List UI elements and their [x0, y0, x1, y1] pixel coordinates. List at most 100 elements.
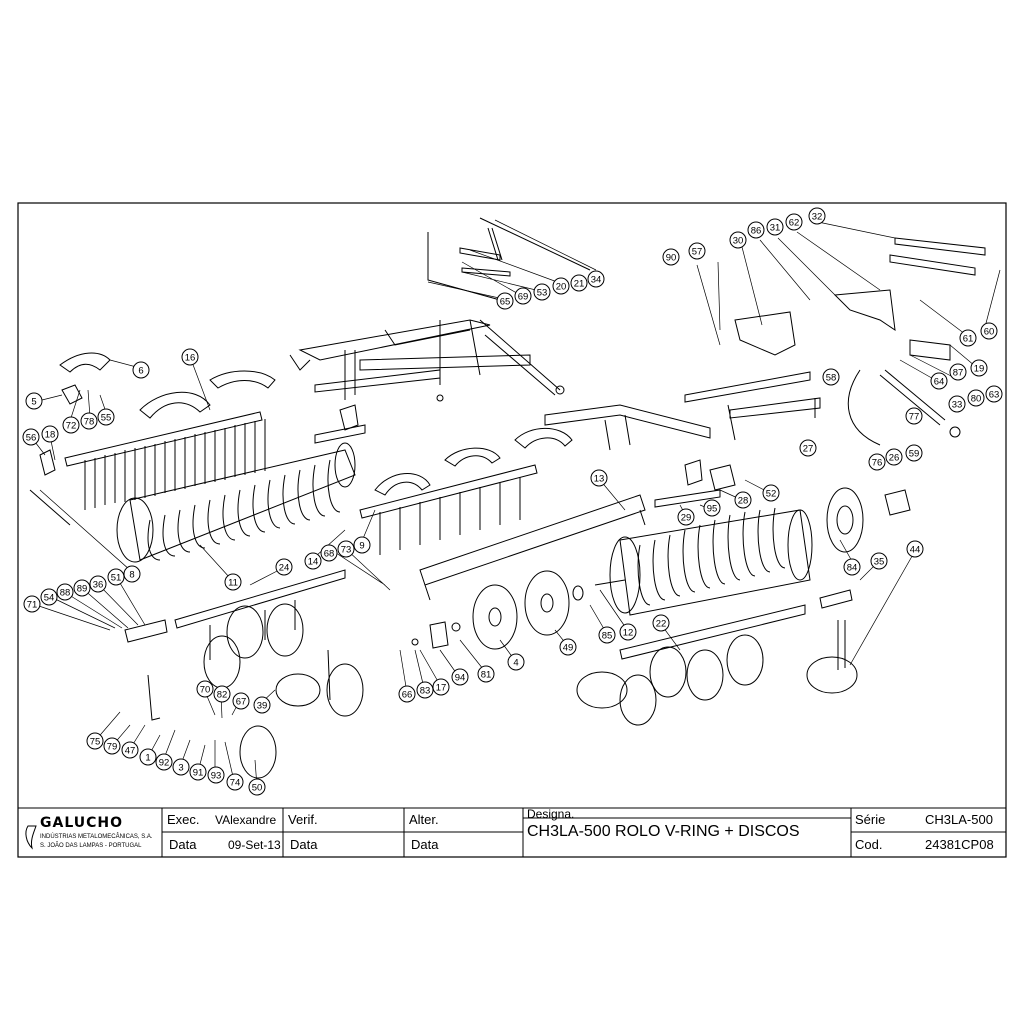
balloon-number: 44 — [910, 545, 921, 556]
balloon-70: 70 — [196, 680, 214, 698]
balloon-circle — [56, 583, 74, 601]
balloon-number: 90 — [666, 253, 677, 264]
balloon-circle — [132, 361, 150, 379]
company-logo — [25, 825, 37, 850]
balloon-circle — [207, 766, 225, 784]
balloon-number: 4 — [513, 658, 518, 669]
balloon-56: 56 — [22, 428, 40, 446]
balloon-circle — [688, 242, 706, 260]
balloon-number: 34 — [591, 275, 602, 286]
balloon-9: 9 — [353, 536, 371, 554]
company-location: S. JOÃO DAS LAMPAS - PORTUGAL — [40, 843, 142, 849]
balloon-84: 84 — [843, 558, 861, 576]
balloon-47: 47 — [121, 741, 139, 759]
balloon-number: 26 — [889, 453, 900, 464]
cod-value: 24381CP08 — [925, 837, 994, 852]
balloon-circle — [477, 665, 495, 683]
balloon-circle — [507, 653, 525, 671]
balloon-number: 12 — [623, 628, 634, 639]
left-tine-harrow — [59, 352, 276, 510]
balloon-circle — [181, 348, 199, 366]
balloon-circle — [905, 444, 923, 462]
balloon-24: 24 — [275, 558, 293, 576]
balloon-number: 87 — [953, 368, 964, 379]
balloon-58: 58 — [822, 368, 840, 386]
balloon-91: 91 — [189, 763, 207, 781]
balloon-circle — [985, 385, 1003, 403]
balloon-number: 81 — [481, 670, 492, 681]
balloon-number: 32 — [812, 212, 823, 223]
right-disc-gang — [576, 589, 858, 726]
balloon-number: 77 — [909, 412, 920, 423]
balloon-87: 87 — [949, 363, 967, 381]
balloon-92: 92 — [155, 753, 173, 771]
balloon-number: 61 — [963, 334, 974, 345]
balloon-circle — [559, 638, 577, 656]
balloon-number: 1 — [145, 753, 150, 764]
balloon-circle — [496, 292, 514, 310]
balloon-78: 78 — [80, 412, 98, 430]
balloon-75: 75 — [86, 732, 104, 750]
scraper-discs — [411, 570, 584, 650]
serie-label: Série — [855, 812, 886, 827]
serie-value: CH3LA-500 — [925, 812, 993, 827]
balloon-19: 19 — [970, 359, 988, 377]
balloon-number: 56 — [26, 433, 37, 444]
balloon-57: 57 — [688, 242, 706, 260]
balloon-circle — [734, 491, 752, 509]
balloon-number: 69 — [518, 292, 529, 303]
balloon-51: 51 — [107, 568, 125, 586]
balloon-circle — [570, 274, 588, 292]
balloon-number: 68 — [324, 549, 335, 560]
balloon-circle — [304, 552, 322, 570]
balloon-circle — [948, 395, 966, 413]
balloon-number: 6 — [138, 366, 143, 377]
balloon-circle — [89, 575, 107, 593]
balloon-number: 78 — [84, 417, 95, 428]
leader-lines — [31, 219, 1001, 788]
balloon-number: 79 — [107, 742, 118, 753]
balloon-number: 76 — [872, 458, 883, 469]
balloon-number: 49 — [563, 643, 574, 654]
balloon-11: 11 — [224, 573, 242, 591]
balloon-61: 61 — [959, 329, 977, 347]
balloon-number: 3 — [178, 763, 183, 774]
balloon-62: 62 — [785, 213, 803, 231]
balloon-number: 21 — [574, 279, 585, 290]
exec-date-value: 09-Set-13 — [228, 838, 281, 852]
right-roller — [594, 487, 911, 616]
balloon-77: 77 — [905, 407, 923, 425]
balloon-circle — [662, 248, 680, 266]
balloon-31: 31 — [766, 218, 784, 236]
balloon-circle — [155, 753, 173, 771]
balloon-circle — [353, 536, 371, 554]
balloon-number: 19 — [974, 364, 985, 375]
left-roller — [29, 442, 356, 563]
balloon-number: 62 — [789, 218, 800, 229]
balloon-94: 94 — [451, 668, 469, 686]
balloon-circle — [906, 540, 924, 558]
balloon-39: 39 — [253, 696, 271, 714]
balloon-55: 55 — [97, 408, 115, 426]
balloon-circle — [432, 678, 450, 696]
balloon-29: 29 — [677, 508, 695, 526]
balloon-number: 59 — [909, 449, 920, 460]
balloon-14: 14 — [304, 552, 322, 570]
balloon-18: 18 — [41, 425, 59, 443]
balloon-number: 94 — [455, 673, 466, 684]
balloon-35: 35 — [870, 552, 888, 570]
balloon-number: 5 — [31, 397, 36, 408]
balloon-circle — [598, 626, 616, 644]
balloon-circle — [224, 573, 242, 591]
company-name: GALUCHO — [40, 815, 124, 831]
balloon-circle — [232, 692, 250, 710]
balloon-number: 74 — [230, 778, 241, 789]
balloon-number: 83 — [420, 686, 431, 697]
balloon-number: 63 — [989, 390, 1000, 401]
balloon-number: 54 — [44, 593, 55, 604]
balloon-circle — [766, 218, 784, 236]
left-disc-gang — [147, 569, 364, 779]
balloon-number: 72 — [66, 421, 77, 432]
balloon-circle — [799, 439, 817, 457]
